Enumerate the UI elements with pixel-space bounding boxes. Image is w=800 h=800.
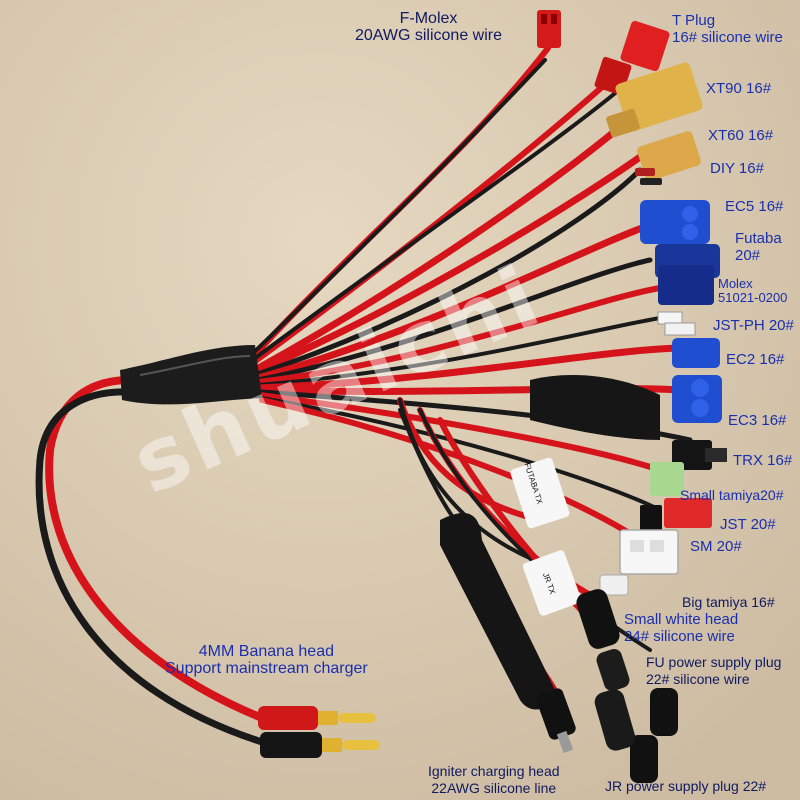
bundle-wires (247, 45, 693, 722)
igniter-head (594, 689, 636, 751)
small-tamiya-connector (650, 462, 684, 496)
label-sm: SM 20# (690, 538, 742, 555)
label-jr-power: JR power supply plug 22# (605, 778, 767, 794)
label-jst: JST 20# (720, 516, 776, 533)
jr-tx-tag (522, 550, 582, 616)
jst-connector (664, 498, 712, 528)
main-leads (35, 376, 266, 746)
big-tamiya-connector (619, 529, 679, 575)
heat-shrink-sleeve (120, 345, 262, 405)
igniter-sleeve (440, 512, 576, 754)
fu-power-plug (576, 589, 630, 691)
molex-connector (657, 311, 683, 325)
futaba-connector (658, 265, 714, 305)
ec3-connector (530, 375, 722, 440)
label-ec3: EC3 16# (728, 412, 787, 429)
label-xt90: XT90 16# (706, 80, 772, 97)
diy-connector (635, 168, 662, 185)
futaba-tx-tag (510, 457, 570, 529)
label-jst-ph: JST-PH 20# (713, 317, 794, 334)
label-ec5: EC5 16# (725, 198, 784, 215)
banana-plug-black (260, 732, 380, 758)
label-trx: TRX 16# (733, 452, 793, 469)
ec2-connector (672, 338, 720, 368)
sm-connector (640, 505, 662, 533)
label-ec2: EC2 16# (726, 351, 785, 368)
jr-power-plug (630, 688, 678, 783)
label-small-tamiya: Small tamiya20# (680, 487, 784, 503)
label-big-tamiya: Big tamiya 16# (682, 594, 775, 610)
f-molex-connector (537, 10, 561, 48)
label-diy: DIY 16# (710, 160, 764, 177)
label-xt60: XT60 16# (708, 127, 774, 144)
banana-plug-red (258, 706, 376, 730)
jst-ph-connector (664, 322, 696, 336)
xt90-connector (606, 62, 703, 138)
small-white-head-connector (599, 574, 629, 596)
